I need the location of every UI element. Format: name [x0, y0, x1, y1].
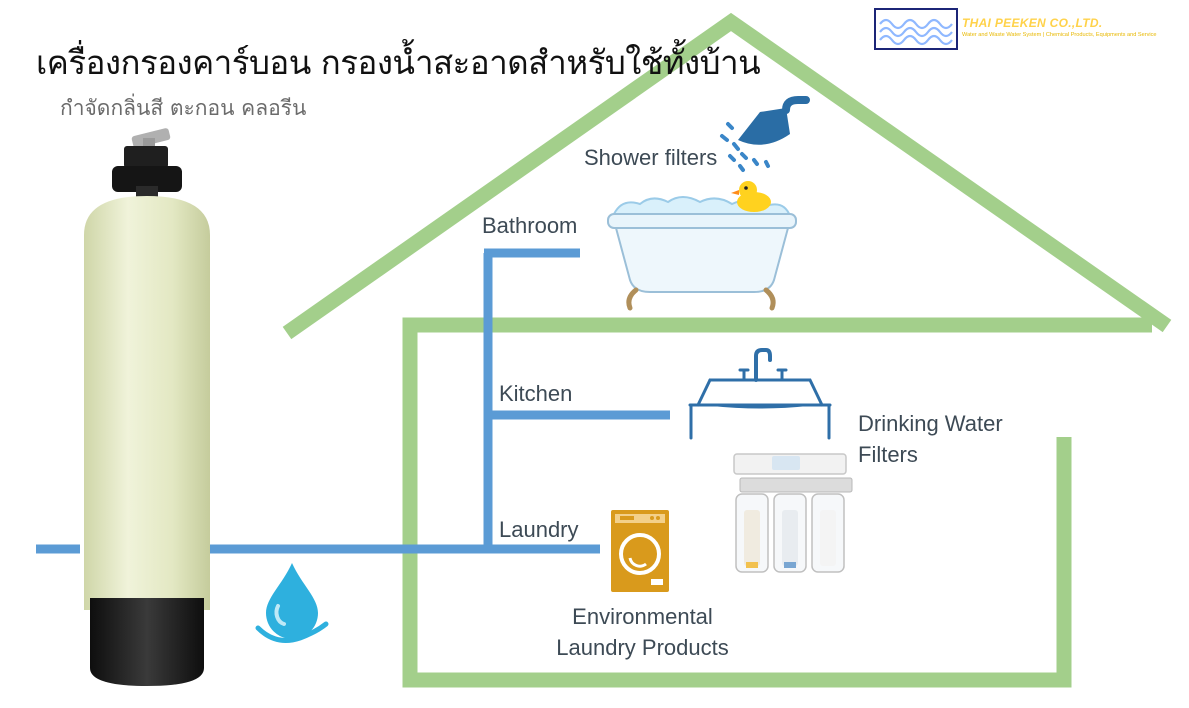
- kitchen-label: Kitchen: [499, 381, 573, 406]
- rubber-duck-icon: [731, 181, 771, 212]
- house-roof: [282, 12, 1172, 340]
- water-drop-hand-icon: [255, 563, 329, 643]
- company-logo: [874, 8, 958, 50]
- bathtub-icon: [607, 196, 797, 311]
- shower-filters-label: Shower filters: [584, 145, 718, 170]
- environmental-laundry-label: Environmental Laundry Products: [540, 601, 745, 663]
- company-tagline: Water and Waste Water System | Chemical …: [962, 32, 1157, 38]
- water-pipes: [36, 248, 670, 554]
- drinking-water-label: Drinking Water Filters: [858, 408, 1003, 470]
- page-title: เครื่องกรองคาร์บอน กรองน้ำสะอาดสำหรับใช้…: [36, 43, 761, 82]
- valve-body: [124, 146, 168, 168]
- laundry-label: Laundry: [499, 517, 579, 542]
- kitchen-sink-icon: [688, 348, 832, 440]
- company-name: THAI PEEKEN CO.,LTD.: [962, 16, 1103, 30]
- carbon-filter-tank: [84, 128, 210, 686]
- drinking-water-line1: Drinking Water: [858, 411, 1003, 436]
- bathroom-label: Bathroom: [482, 213, 578, 238]
- page-subtitle: กำจัดกลิ่นสี ตะกอน คลอรีน: [60, 96, 307, 120]
- ro-filter-unit-icon: [733, 453, 853, 573]
- washing-machine-icon: [611, 510, 669, 592]
- shower-head-icon: [720, 96, 810, 172]
- house-outline: [282, 12, 1172, 688]
- house-walls: [402, 317, 1152, 688]
- environmental-line1: Environmental: [572, 604, 713, 629]
- drinking-water-line2: Filters: [858, 442, 918, 467]
- environmental-line2: Laundry Products: [556, 635, 729, 660]
- company-logo-icon: [879, 18, 953, 46]
